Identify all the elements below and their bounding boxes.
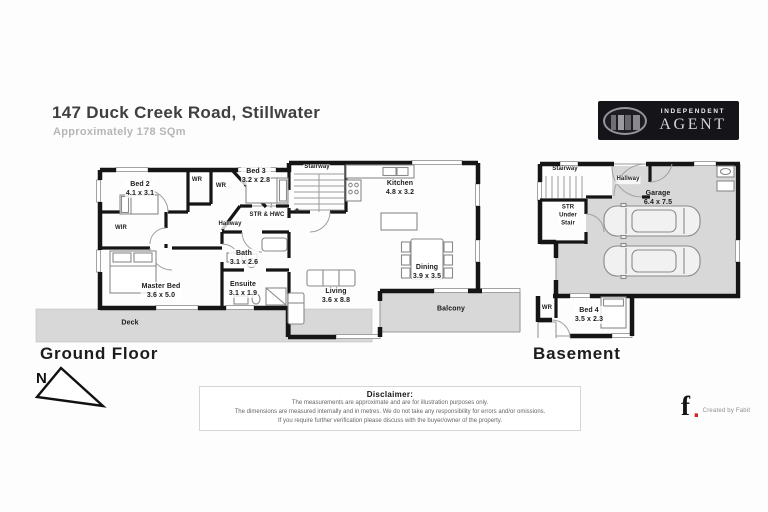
room-label-stairway-bm: Stairway — [551, 166, 579, 174]
room-label-kitchen: Kitchen 4.8 x 3.2 — [384, 178, 416, 198]
basement-outer-walls — [535, 161, 741, 339]
sofa-icon — [287, 292, 305, 325]
room-label-wr-bm: WR — [540, 305, 554, 313]
ground-floor-title: Ground Floor — [40, 344, 159, 363]
car-icon — [603, 202, 701, 240]
stair-start-dot — [295, 208, 299, 212]
north-arrow-icon — [34, 366, 107, 408]
room-label-garage: Garage 6.4 x 7.5 — [643, 189, 673, 206]
room-label-bed2: Bed 2 4.1 x 3.1 — [124, 179, 156, 199]
fabit-red-dot-icon: . — [693, 396, 700, 424]
credit-text: Created by Fabit — [702, 408, 751, 415]
disclaimer-line-1: The measurements are approximate and are… — [291, 400, 489, 406]
room-label-balcony: Balcony — [437, 305, 465, 313]
basement-stair-treads — [545, 176, 583, 198]
room-label-wr-a: WR — [190, 177, 204, 185]
room-label-hallway-bm: Hallway — [615, 176, 641, 184]
room-label-living: Living 3.6 x 8.8 — [320, 286, 352, 306]
disclaimer-line-2: The dimensions are measured internally a… — [234, 409, 546, 415]
room-label-str-hwc: STR & HWC — [248, 212, 286, 220]
ground-stair-treads — [294, 173, 344, 212]
room-label-wr-b: WR — [214, 183, 228, 191]
room-label-wir: WIR — [114, 225, 128, 233]
room-label-str-under-stair: STR Under Stair — [558, 204, 578, 228]
page-subtitle: Approximately 178 SQm — [53, 126, 186, 138]
room-label-dining: Dining 3.9 x 3.5 — [411, 262, 443, 282]
agency-logo: INDEPENDENT AGENT — [598, 101, 739, 140]
disclaimer-line-3: If you require further verification plea… — [277, 418, 502, 424]
basement-title: Basement — [533, 344, 621, 363]
room-label-bed3: Bed 3 3.2 x 2.8 — [240, 166, 272, 186]
sofa-icon — [306, 269, 356, 287]
deck-area — [35, 308, 373, 343]
agency-name-top: INDEPENDENT — [660, 107, 726, 115]
buildings-icon — [611, 114, 640, 130]
room-label-stairway-gf: Stairway — [303, 164, 331, 172]
agency-name-bottom: AGENT — [659, 115, 727, 133]
room-label-bed4: Bed 4 3.5 x 2.3 — [573, 305, 605, 325]
toilet-icon — [716, 180, 735, 192]
room-label-deck: Deck — [121, 319, 139, 327]
page-title: 147 Duck Creek Road, Stillwater — [52, 103, 321, 122]
car-icon — [603, 242, 701, 280]
basement-inner-walls — [540, 164, 652, 318]
stove-icon — [345, 179, 362, 202]
bathtub-icon — [261, 237, 288, 252]
room-label-ensuite: Ensuite 3.1 x 1.9 — [227, 279, 259, 299]
furniture — [109, 164, 735, 329]
disclaimer-box: Disclaimer: The measurements are approxi… — [199, 386, 581, 431]
room-label-master-bed: Master Bed 3.6 x 5.0 — [140, 281, 182, 301]
agency-logo-text: INDEPENDENT AGENT — [653, 108, 733, 134]
disclaimer-title: Disclaimer: — [366, 390, 414, 399]
kitchen-island-icon — [380, 212, 418, 231]
room-label-hallway-gf: Hallway — [217, 221, 243, 229]
fabit-f-icon: f — [681, 391, 690, 421]
creator-credit: f . Created by Fabit — [681, 391, 751, 424]
agency-logo-oval-icon — [603, 106, 647, 135]
compass-north-label: N — [36, 370, 47, 387]
ground-outer-walls — [97, 160, 482, 340]
room-label-bath: Bath 3.1 x 2.6 — [228, 248, 260, 268]
